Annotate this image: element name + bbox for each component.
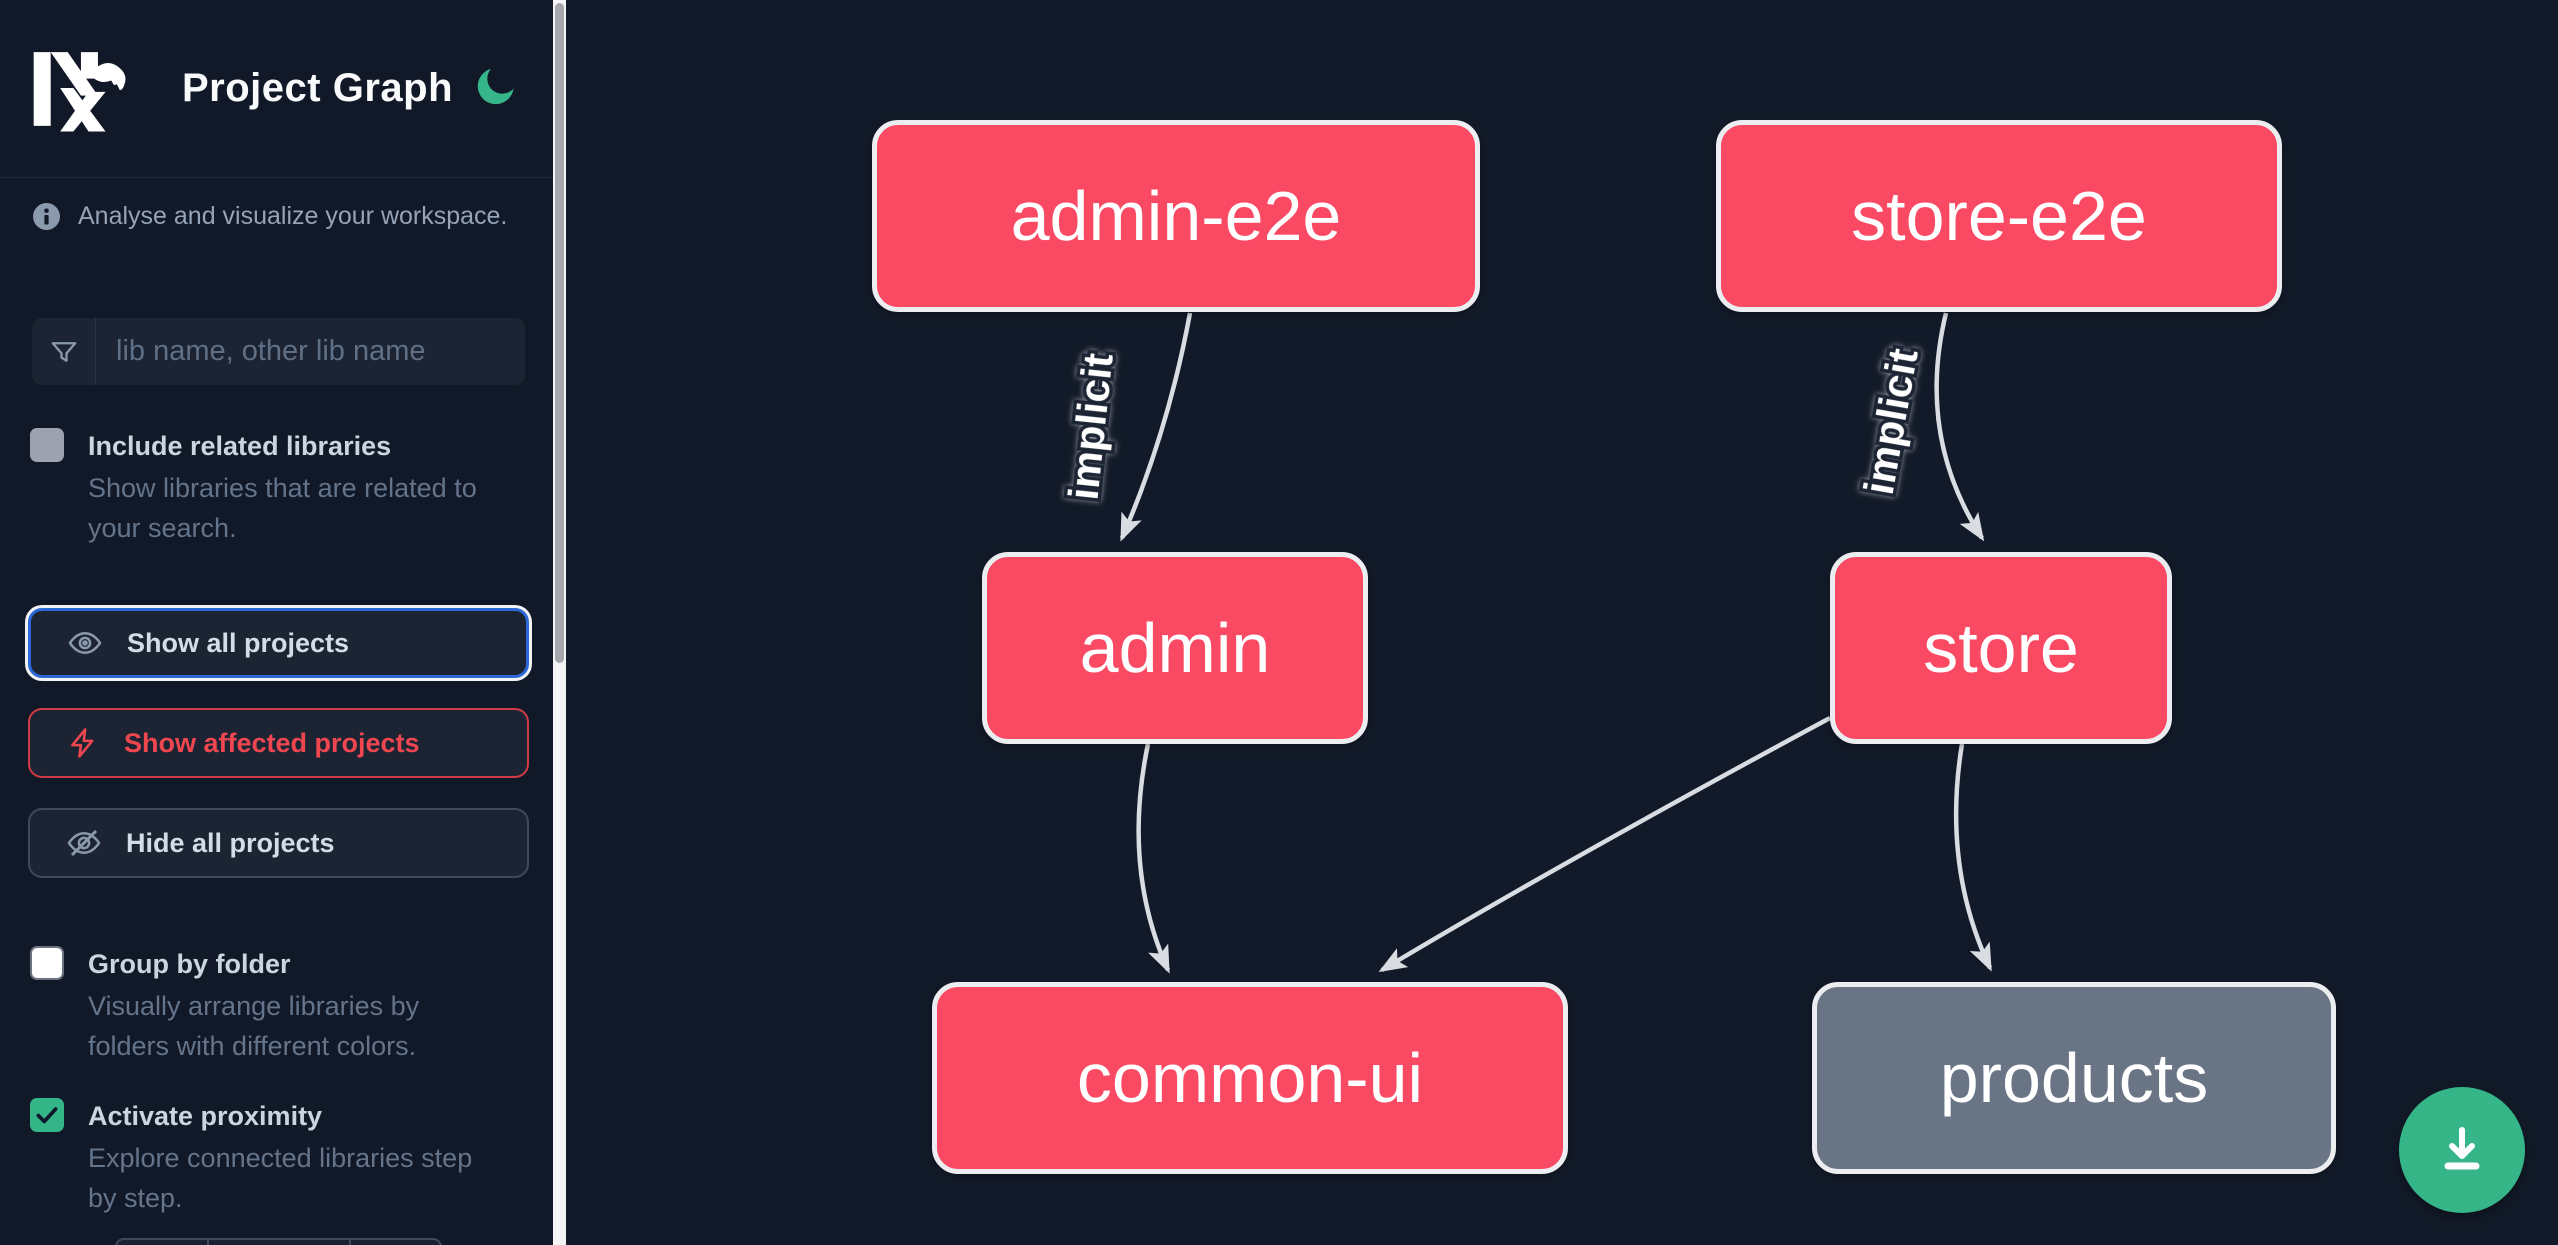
- include-related-label: Include related libraries: [88, 431, 392, 461]
- checkmark-icon: [36, 1107, 58, 1124]
- search-input[interactable]: [96, 318, 525, 385]
- sidebar-scrollbar-track[interactable]: [553, 0, 566, 1245]
- workspace-info-text: Analyse and visualize your workspace.: [78, 202, 508, 230]
- group-by-folder-label: Group by folder: [88, 949, 291, 979]
- info-icon: [33, 203, 60, 230]
- graph-node-store[interactable]: store: [1830, 552, 2172, 744]
- edge-admin-e2e-admin: [1119, 312, 1193, 542]
- filter-search-box: [32, 318, 525, 385]
- project-graph-canvas[interactable]: implicit implicit admin-e2e store-e2e ad…: [566, 0, 2558, 1245]
- edge-store-common-ui: [1378, 716, 1832, 973]
- eye-off-icon: [67, 829, 101, 857]
- group-by-folder-row: Group by folder Visually arrange librari…: [28, 944, 518, 1066]
- sidebar-header: Project Graph: [0, 0, 553, 178]
- include-related-row: Include related libraries Show libraries…: [28, 426, 518, 548]
- graph-node-admin-e2e[interactable]: admin-e2e: [872, 120, 1480, 312]
- theme-toggle-moon-icon[interactable]: [468, 64, 516, 112]
- activate-proximity-desc: Explore connected libraries step by step…: [88, 1143, 473, 1213]
- include-related-desc: Show libraries that are related to your …: [88, 473, 477, 543]
- activate-proximity-label: Activate proximity: [88, 1101, 323, 1131]
- sidebar-scrollbar-thumb[interactable]: [555, 3, 564, 663]
- show-affected-projects-label: Show affected projects: [124, 727, 420, 758]
- funnel-icon: [32, 318, 96, 385]
- activate-proximity-checkbox[interactable]: [30, 1098, 64, 1132]
- download-image-button[interactable]: [2399, 1087, 2525, 1213]
- group-by-folder-desc: Visually arrange libraries by folders wi…: [88, 991, 420, 1061]
- proximity-depth-control[interactable]: [115, 1238, 442, 1245]
- workspace-info-row: Analyse and visualize your workspace.: [33, 202, 507, 231]
- activate-proximity-row: Activate proximity Explore connected lib…: [28, 1096, 518, 1218]
- sidebar: Project Graph Analyse and visualize your…: [0, 0, 553, 1245]
- edge-store-products: [1953, 743, 1993, 972]
- group-by-folder-checkbox[interactable]: [30, 946, 64, 980]
- edge-label-implicit: implicit: [1855, 345, 1927, 498]
- nx-logo: [33, 52, 126, 132]
- graph-node-admin[interactable]: admin: [982, 552, 1368, 744]
- show-all-projects-label: Show all projects: [127, 627, 350, 658]
- page-title: Project Graph: [182, 66, 454, 110]
- hide-all-projects-button[interactable]: Hide all projects: [28, 808, 529, 878]
- graph-node-store-e2e[interactable]: store-e2e: [1716, 120, 2282, 312]
- include-related-checkbox[interactable]: [30, 428, 64, 462]
- graph-node-common-ui[interactable]: common-ui: [932, 982, 1568, 1174]
- edge-store-e2e-store: [1934, 312, 1985, 542]
- show-affected-projects-button[interactable]: Show affected projects: [28, 708, 529, 778]
- hide-all-projects-label: Hide all projects: [126, 827, 335, 858]
- edge-label-implicit: implicit: [1060, 351, 1122, 502]
- download-icon: [2444, 1127, 2480, 1170]
- edge-admin-common-ui: [1136, 743, 1171, 974]
- graph-node-products[interactable]: products: [1812, 982, 2336, 1174]
- eye-icon: [68, 631, 102, 655]
- show-all-projects-button[interactable]: Show all projects: [28, 608, 529, 678]
- bolt-icon: [71, 728, 94, 758]
